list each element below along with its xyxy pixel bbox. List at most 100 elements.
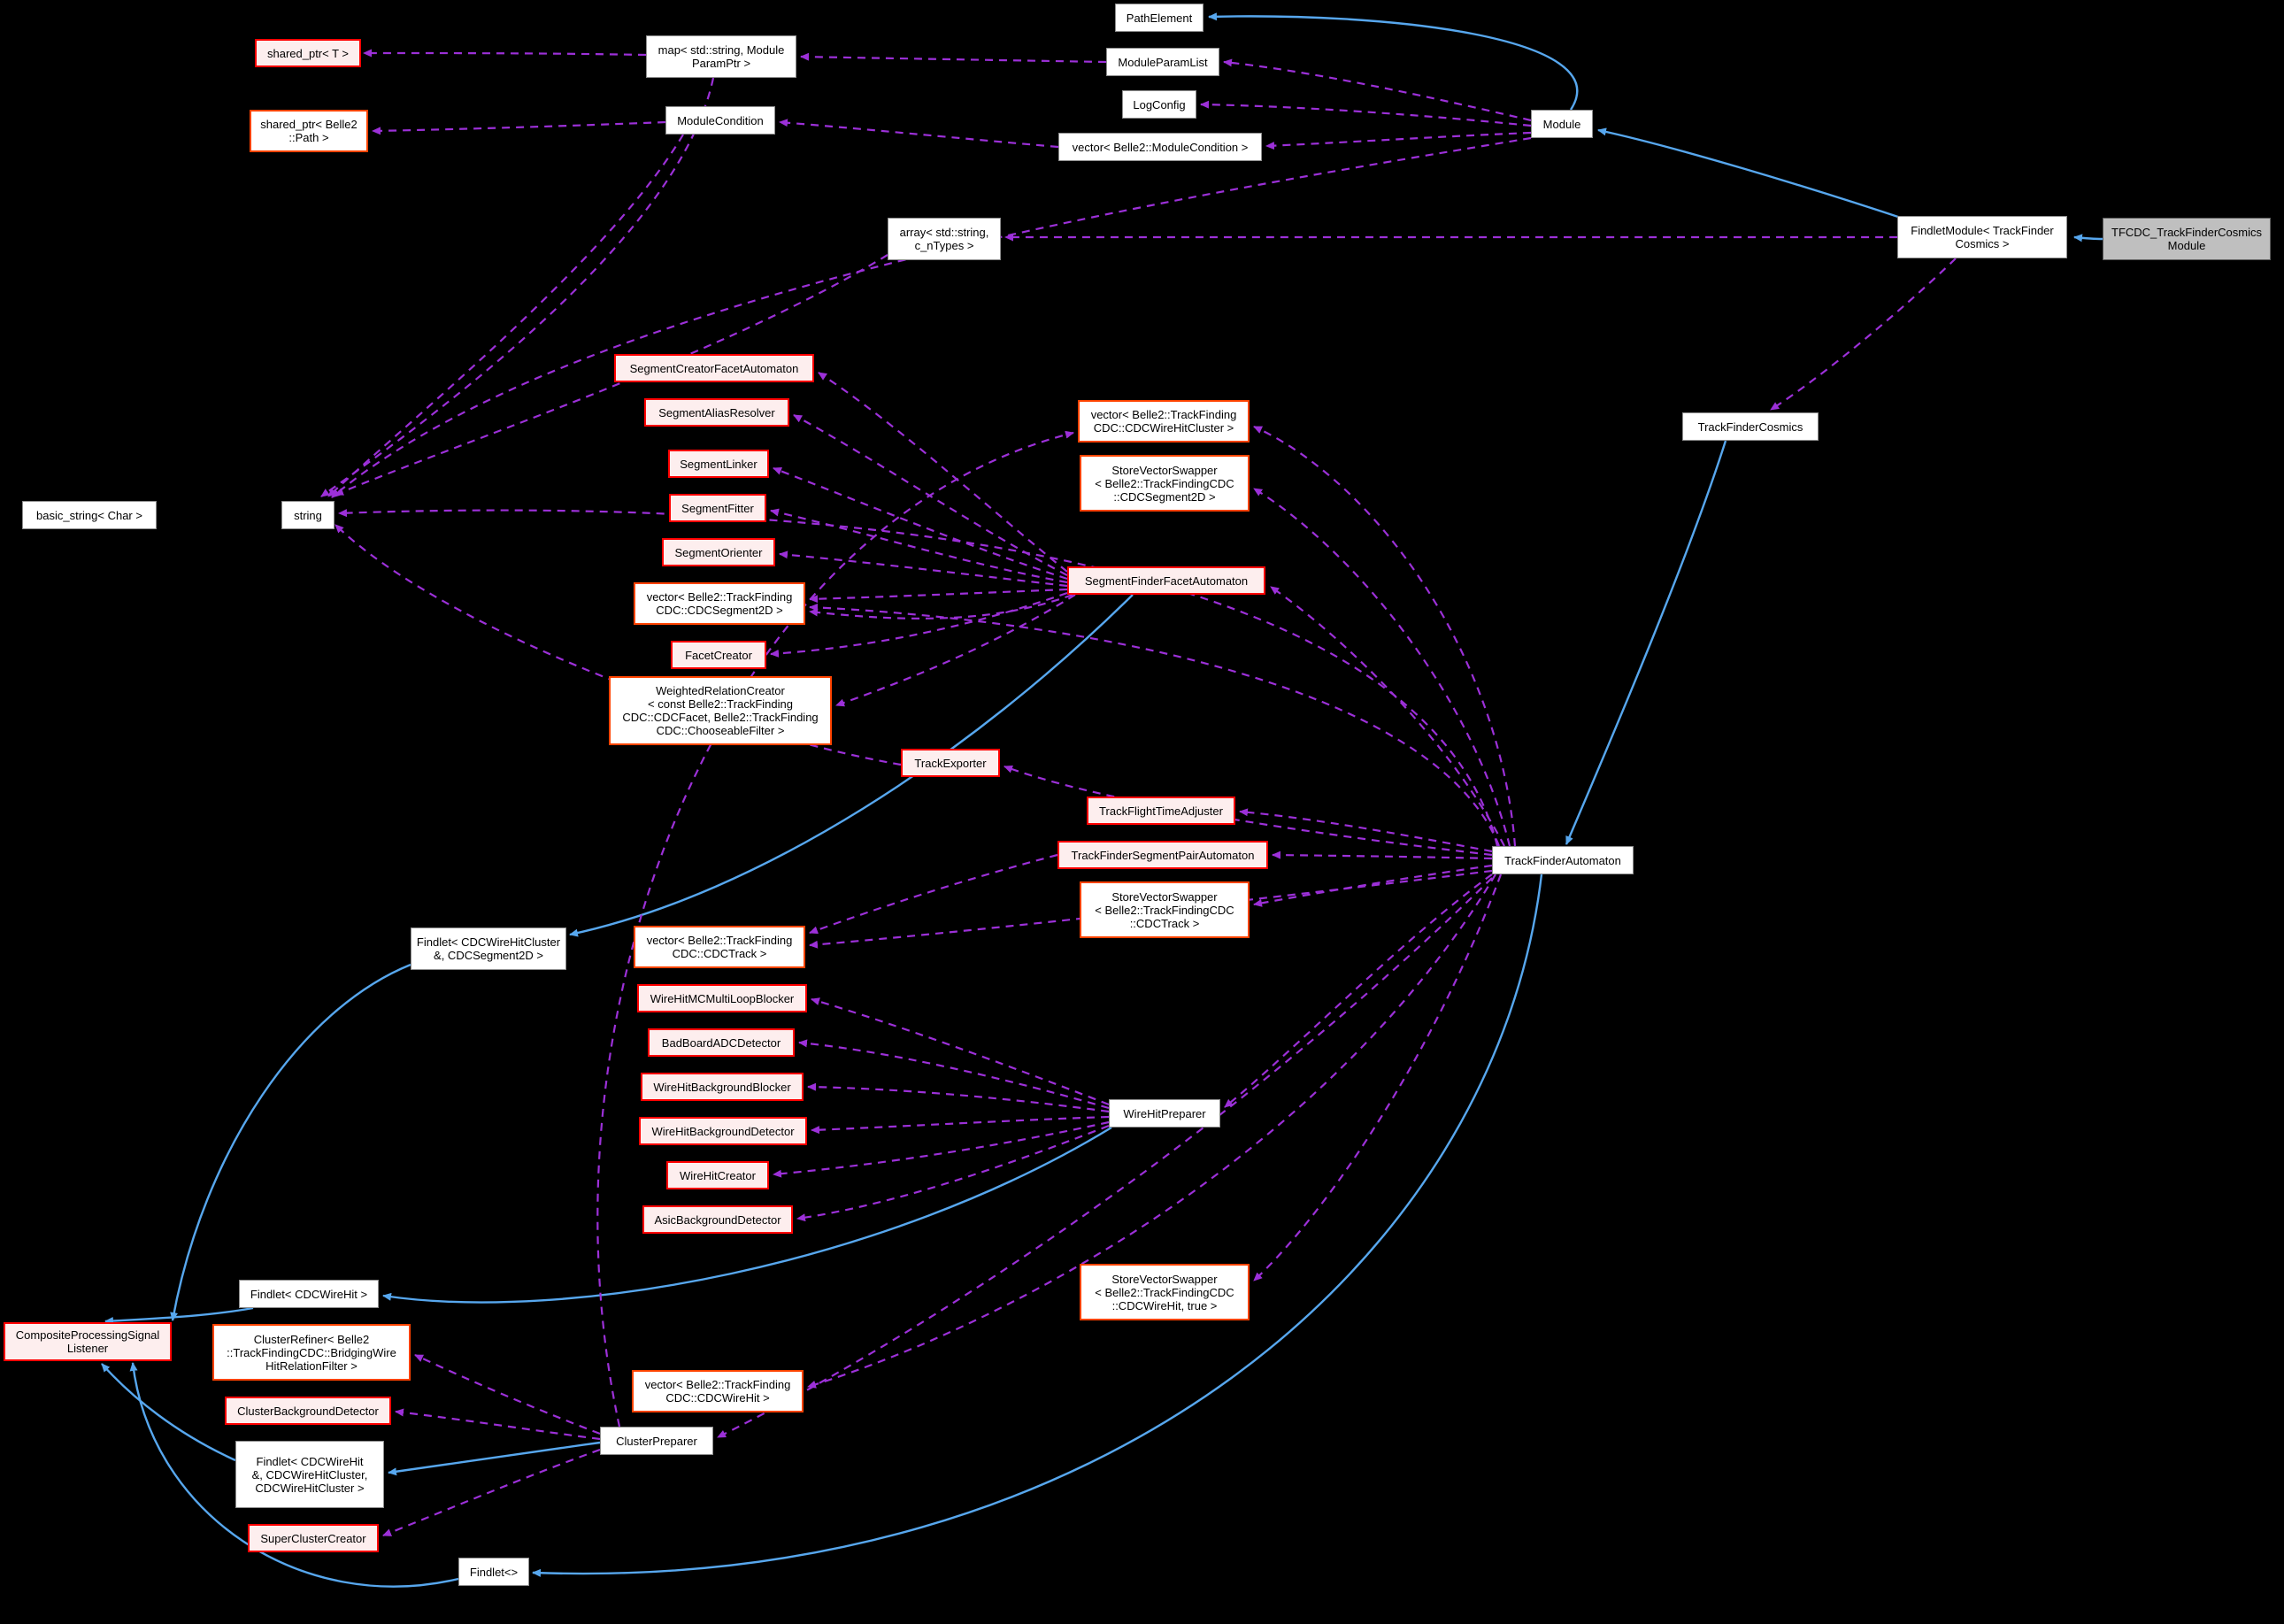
node-module-param-list[interactable]: ModuleParamList xyxy=(1106,48,1219,76)
edge-cluster-preparer-to-vector-wirehit-cluster xyxy=(596,430,1074,1428)
node-facet-creator[interactable]: FacetCreator xyxy=(671,641,766,669)
edge-module-condition-to-shared-ptr-path xyxy=(372,120,666,135)
node-weighted-relation-creator[interactable]: WeightedRelationCreator < const Belle2::… xyxy=(609,676,832,745)
edge-module-to-log-config xyxy=(1200,100,1532,127)
edge-segment-finder-facet-automaton-to-segment-alias-resolver xyxy=(793,414,1068,576)
edge-segment-finder-facet-automaton-to-segment-fitter xyxy=(770,508,1068,584)
node-segment-alias-resolver[interactable]: SegmentAliasResolver xyxy=(644,398,789,427)
edge-track-finder-automaton-to-vector-track xyxy=(809,869,1493,949)
edge-wirehit-preparer-to-wirehit-creator xyxy=(773,1120,1110,1178)
edge-module-to-string xyxy=(331,136,1532,498)
edge-track-finder-automaton-to-wirehit-preparer xyxy=(1224,874,1493,1108)
node-wirehit-background-blocker[interactable]: WireHitBackgroundBlocker xyxy=(641,1073,804,1101)
node-string[interactable]: string xyxy=(281,501,335,529)
node-segment-fitter[interactable]: SegmentFitter xyxy=(669,494,766,522)
edge-segment-finder-facet-automaton-to-segment-orienter xyxy=(779,550,1068,588)
edge-track-finder-automaton-to-findlet-empty xyxy=(532,874,1543,1577)
node-store-vector-segment2d[interactable]: StoreVectorSwapper < Belle2::TrackFindin… xyxy=(1080,455,1250,512)
node-wirehit-creator[interactable]: WireHitCreator xyxy=(666,1161,769,1189)
edge-track-finder-automaton-to-cluster-preparer xyxy=(717,877,1493,1438)
edge-track-finder-automaton-to-track-finder-segment-pair-automaton xyxy=(1272,850,1493,860)
edge-cluster-preparer-to-cluster-background-detector xyxy=(395,1408,601,1441)
edge-track-finder-automaton-to-store-vector-track xyxy=(1253,864,1493,907)
node-segment-orienter[interactable]: SegmentOrienter xyxy=(662,538,775,566)
node-array-ntypes[interactable]: array< std::string, c_nTypes > xyxy=(888,218,1001,260)
edge-vector-module-condition-to-module-condition xyxy=(779,119,1059,149)
edge-track-finder-automaton-to-segment-finder-facet-automaton xyxy=(1270,586,1505,847)
edge-cluster-preparer-to-findlet-wirehit-cluster3 xyxy=(388,1441,601,1476)
node-vector-module-condition[interactable]: vector< Belle2::ModuleCondition > xyxy=(1058,133,1262,161)
node-store-vector-track[interactable]: StoreVectorSwapper < Belle2::TrackFindin… xyxy=(1080,881,1250,938)
node-shared-ptr-path[interactable]: shared_ptr< Belle2 ::Path > xyxy=(250,110,368,152)
node-findlet-wirehit[interactable]: Findlet< CDCWireHit > xyxy=(239,1280,379,1308)
node-vector-wirehit[interactable]: vector< Belle2::TrackFinding CDC::CDCWir… xyxy=(632,1370,804,1412)
edge-module-to-vector-module-condition xyxy=(1265,131,1532,150)
edge-findlet-wirehit-to-composite-processing-signal-listener xyxy=(104,1306,254,1325)
node-findlet-wirehit-cluster3[interactable]: Findlet< CDCWireHit &, CDCWireHitCluster… xyxy=(235,1441,384,1508)
node-super-cluster-creator[interactable]: SuperClusterCreator xyxy=(248,1524,379,1552)
node-log-config[interactable]: LogConfig xyxy=(1122,90,1196,119)
node-basic-string-char[interactable]: basic_string< Char > xyxy=(22,501,157,529)
edge-track-finder-automaton-to-string xyxy=(338,509,1499,847)
edge-track-finder-cosmics-to-track-finder-automaton xyxy=(1565,440,1727,845)
node-segment-linker[interactable]: SegmentLinker xyxy=(668,450,769,478)
node-track-finder-automaton[interactable]: TrackFinderAutomaton xyxy=(1492,846,1634,874)
node-asic-background-detector[interactable]: AsicBackgroundDetector xyxy=(642,1205,793,1234)
node-vector-wirehit-cluster[interactable]: vector< Belle2::TrackFinding CDC::CDCWir… xyxy=(1078,400,1250,443)
node-store-vector-wirehit[interactable]: StoreVectorSwapper < Belle2::TrackFindin… xyxy=(1080,1264,1250,1320)
edge-wirehit-preparer-to-wirehit-background-blocker xyxy=(807,1082,1110,1113)
edge-module-to-path-element xyxy=(1208,12,1579,111)
edge-module-to-module-param-list xyxy=(1223,58,1532,122)
node-vector-track[interactable]: vector< Belle2::TrackFinding CDC::CDCTra… xyxy=(634,926,805,968)
edge-cluster-preparer-to-super-cluster-creator xyxy=(382,1448,601,1537)
node-track-flight-time-adjuster[interactable]: TrackFlightTimeAdjuster xyxy=(1087,797,1235,825)
node-tfcdc-module: TFCDC_TrackFinderCosmics Module xyxy=(2103,218,2271,260)
edge-findlet-module-to-module xyxy=(1597,127,1912,223)
node-findlet-module[interactable]: FindletModule< TrackFinder Cosmics > xyxy=(1897,216,2067,258)
node-module-condition[interactable]: ModuleCondition xyxy=(665,106,775,135)
edge-segment-finder-facet-automaton-to-vector-segment2d xyxy=(809,593,1073,620)
node-map-param[interactable]: map< std::string, Module ParamPtr > xyxy=(646,35,796,78)
edge-wirehit-preparer-to-wirehit-mc-multiloop-blocker xyxy=(811,997,1110,1106)
node-cluster-refiner[interactable]: ClusterRefiner< Belle2 ::TrackFindingCDC… xyxy=(212,1324,411,1381)
node-wirehit-preparer[interactable]: WireHitPreparer xyxy=(1109,1099,1220,1128)
edge-map-param-to-string xyxy=(320,77,715,497)
edge-track-finder-automaton-to-store-vector-segment2d xyxy=(1253,488,1511,847)
node-findlet-empty[interactable]: Findlet<> xyxy=(458,1558,529,1586)
node-composite-processing-signal-listener[interactable]: CompositeProcessingSignal Listener xyxy=(4,1322,172,1361)
edge-wirehit-preparer-to-asic-background-detector xyxy=(796,1124,1110,1222)
node-shared-ptr-t[interactable]: shared_ptr< T > xyxy=(255,39,361,67)
node-wirehit-mc-multiloop-blocker[interactable]: WireHitMCMultiLoopBlocker xyxy=(637,984,807,1012)
edge-findlet-empty-to-composite-processing-signal-listener xyxy=(129,1362,459,1588)
node-track-finder-cosmics[interactable]: TrackFinderCosmics xyxy=(1682,412,1819,441)
edge-segment-finder-facet-automaton-to-vector-segment2d xyxy=(809,588,1068,604)
edge-tfcdc-module-to-findlet-module xyxy=(2073,234,2103,242)
edge-track-finder-automaton-to-store-vector-wirehit xyxy=(1253,874,1503,1281)
node-wirehit-background-detector[interactable]: WireHitBackgroundDetector xyxy=(639,1117,807,1145)
edge-segment-finder-facet-automaton-to-facet-creator xyxy=(770,591,1068,658)
node-module[interactable]: Module xyxy=(1531,110,1593,138)
node-cluster-preparer[interactable]: ClusterPreparer xyxy=(600,1427,713,1455)
node-path-element[interactable]: PathElement xyxy=(1115,4,1204,32)
edge-map-param-to-shared-ptr-t xyxy=(363,49,647,58)
edge-wirehit-preparer-to-findlet-wirehit xyxy=(382,1126,1112,1304)
edge-wirehit-preparer-to-bad-board-adc-detector xyxy=(798,1039,1110,1110)
node-cluster-background-detector[interactable]: ClusterBackgroundDetector xyxy=(225,1397,391,1425)
edge-wirehit-preparer-to-wirehit-background-detector xyxy=(811,1115,1110,1135)
edge-array-ntypes-to-string xyxy=(335,254,888,496)
node-track-exporter[interactable]: TrackExporter xyxy=(901,749,1000,777)
node-segment-creator-facet-automaton[interactable]: SegmentCreatorFacetAutomaton xyxy=(614,354,814,382)
edge-module-condition-to-string xyxy=(327,134,684,497)
node-findlet-cluster-segment[interactable]: Findlet< CDCWireHitCluster &, CDCSegment… xyxy=(411,927,566,970)
edge-cluster-preparer-to-cluster-refiner xyxy=(414,1354,601,1435)
edge-track-finder-automaton-to-vector-wirehit xyxy=(807,874,1496,1389)
edge-track-finder-automaton-to-vector-segment2d xyxy=(809,603,1501,847)
node-segment-finder-facet-automaton[interactable]: SegmentFinderFacetAutomaton xyxy=(1067,566,1265,595)
edge-findlet-module-to-track-finder-cosmics xyxy=(1770,258,1957,411)
edge-segment-finder-facet-automaton-to-segment-creator-facet-automaton xyxy=(818,372,1068,573)
node-bad-board-adc-detector[interactable]: BadBoardADCDetector xyxy=(648,1028,795,1057)
node-track-finder-segment-pair-automaton[interactable]: TrackFinderSegmentPairAutomaton xyxy=(1057,841,1268,869)
node-vector-segment2d[interactable]: vector< Belle2::TrackFinding CDC::CDCSeg… xyxy=(634,582,805,625)
edge-segment-finder-facet-automaton-to-findlet-cluster-segment xyxy=(569,594,1134,937)
